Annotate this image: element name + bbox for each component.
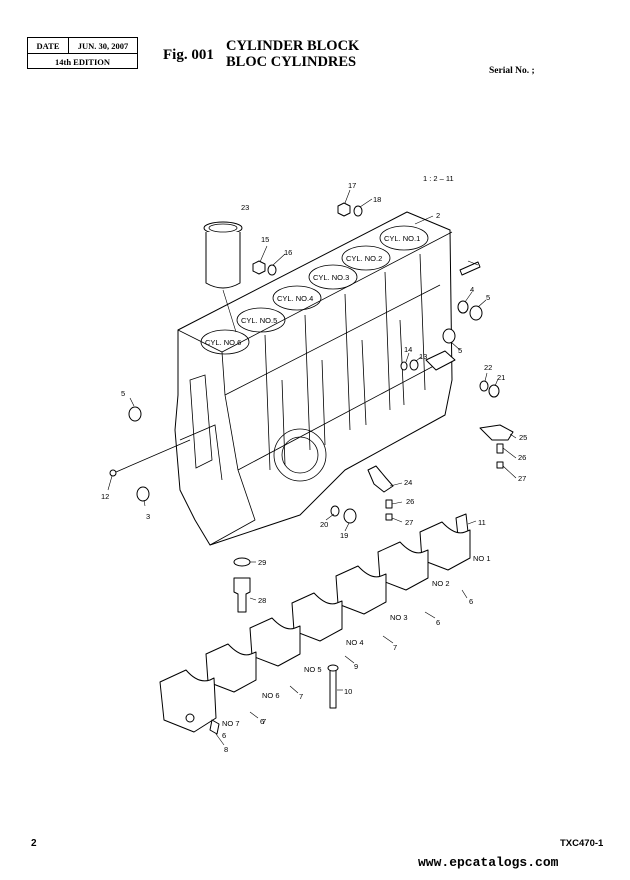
date-value: JUN. 30, 2007 [77,40,129,51]
cylinder-liner [203,221,243,333]
edition-label: 14th EDITION [54,56,111,67]
callout-23: 23 [241,203,249,212]
title-french: BLOC CYLINDRES [226,54,357,70]
callout-16: 16 [284,248,292,257]
callout-29: 29 [258,558,266,567]
callout-20: 20 [320,520,328,529]
callout-12: 12 [101,492,109,501]
bearing-label-2: NO 2 [432,579,450,588]
callout-28: 28 [258,596,266,605]
title-english: CYLINDER BLOCK [226,38,360,54]
callout-8: 8 [224,745,228,754]
callout-3: 3 [146,512,150,521]
serial-number-label: Serial No. ; [489,66,535,76]
figure-number: Fig. 001 [163,47,214,63]
cyl-label-4: CYL. NO.4 [277,294,313,303]
cyl-label-5: CYL. NO.5 [241,316,277,325]
callout-6d: 6 [222,731,226,740]
callout-26a: 26 [518,453,526,462]
callout-19: 19 [340,531,348,540]
callout-numbers: 2 3 4 5 5 5 6 6 6 6 7 7 7 8 9 10 11 12 1… [101,181,527,754]
model-code: TXC470-1 [560,838,604,849]
bearing-label-5: NO 5 [304,665,322,674]
callout-17: 17 [348,181,356,190]
callout-13: 13 [419,352,427,361]
callout-7b: 7 [299,692,303,701]
callout-27a: 27 [518,474,526,483]
cyl-label-3: CYL. NO.3 [313,273,349,282]
callout-18: 18 [373,195,381,204]
callout-15: 15 [261,235,269,244]
bearing-caps: NO 1 NO 2 NO 3 NO 4 NO 5 NO 6 NO 7 [159,521,491,735]
callout-26b: 26 [406,497,414,506]
callout-7a: 7 [393,643,397,652]
bearing-label-4: NO 4 [346,638,364,647]
cylinder-bores: CYL. NO.1 CYL. NO.2 CYL. NO.3 CYL. NO.4 … [200,225,429,355]
date-label: DATE [28,38,69,53]
figure-title: CYLINDER BLOCK BLOC CYLINDRES [226,38,359,70]
cylinder-block [174,211,453,546]
callout-11: 11 [478,518,486,527]
callout-5c: 5 [458,346,462,355]
callout-6b: 6 [436,618,440,627]
leader-lines [107,189,517,746]
cyl-label-6: CYL. NO.6 [205,338,241,347]
callout-6a: 6 [469,597,473,606]
small-parts [109,202,514,613]
bearing-label-3: NO 3 [390,613,408,622]
reference-code: 1 : 2 – 11 [423,174,454,183]
date-box: DATE JUN. 30, 2007 14th EDITION [27,37,138,69]
callout-14: 14 [404,345,412,354]
callout-10: 10 [344,687,352,696]
callout-5a: 5 [486,293,490,302]
bearing-label-7: NO 7 [222,719,240,728]
callout-7c: 7 [262,717,266,726]
callout-5b: 5 [121,389,125,398]
callout-25: 25 [519,433,527,442]
callout-6c: 6 [260,717,264,726]
callout-27b: 27 [405,518,413,527]
cyl-label-1: CYL. NO.1 [384,234,420,243]
callout-22: 22 [484,363,492,372]
watermark-url[interactable]: www.epcatalogs.com [418,855,559,870]
bearing-label-1: NO 1 [473,554,491,563]
cyl-label-2: CYL. NO.2 [346,254,382,263]
callout-9: 9 [354,662,358,671]
page-number: 2 [31,838,37,849]
callout-2: 2 [436,211,440,220]
callout-4: 4 [470,285,474,294]
callout-21: 21 [497,373,505,382]
bearing-label-6: NO 6 [262,691,280,700]
callout-24: 24 [404,478,412,487]
